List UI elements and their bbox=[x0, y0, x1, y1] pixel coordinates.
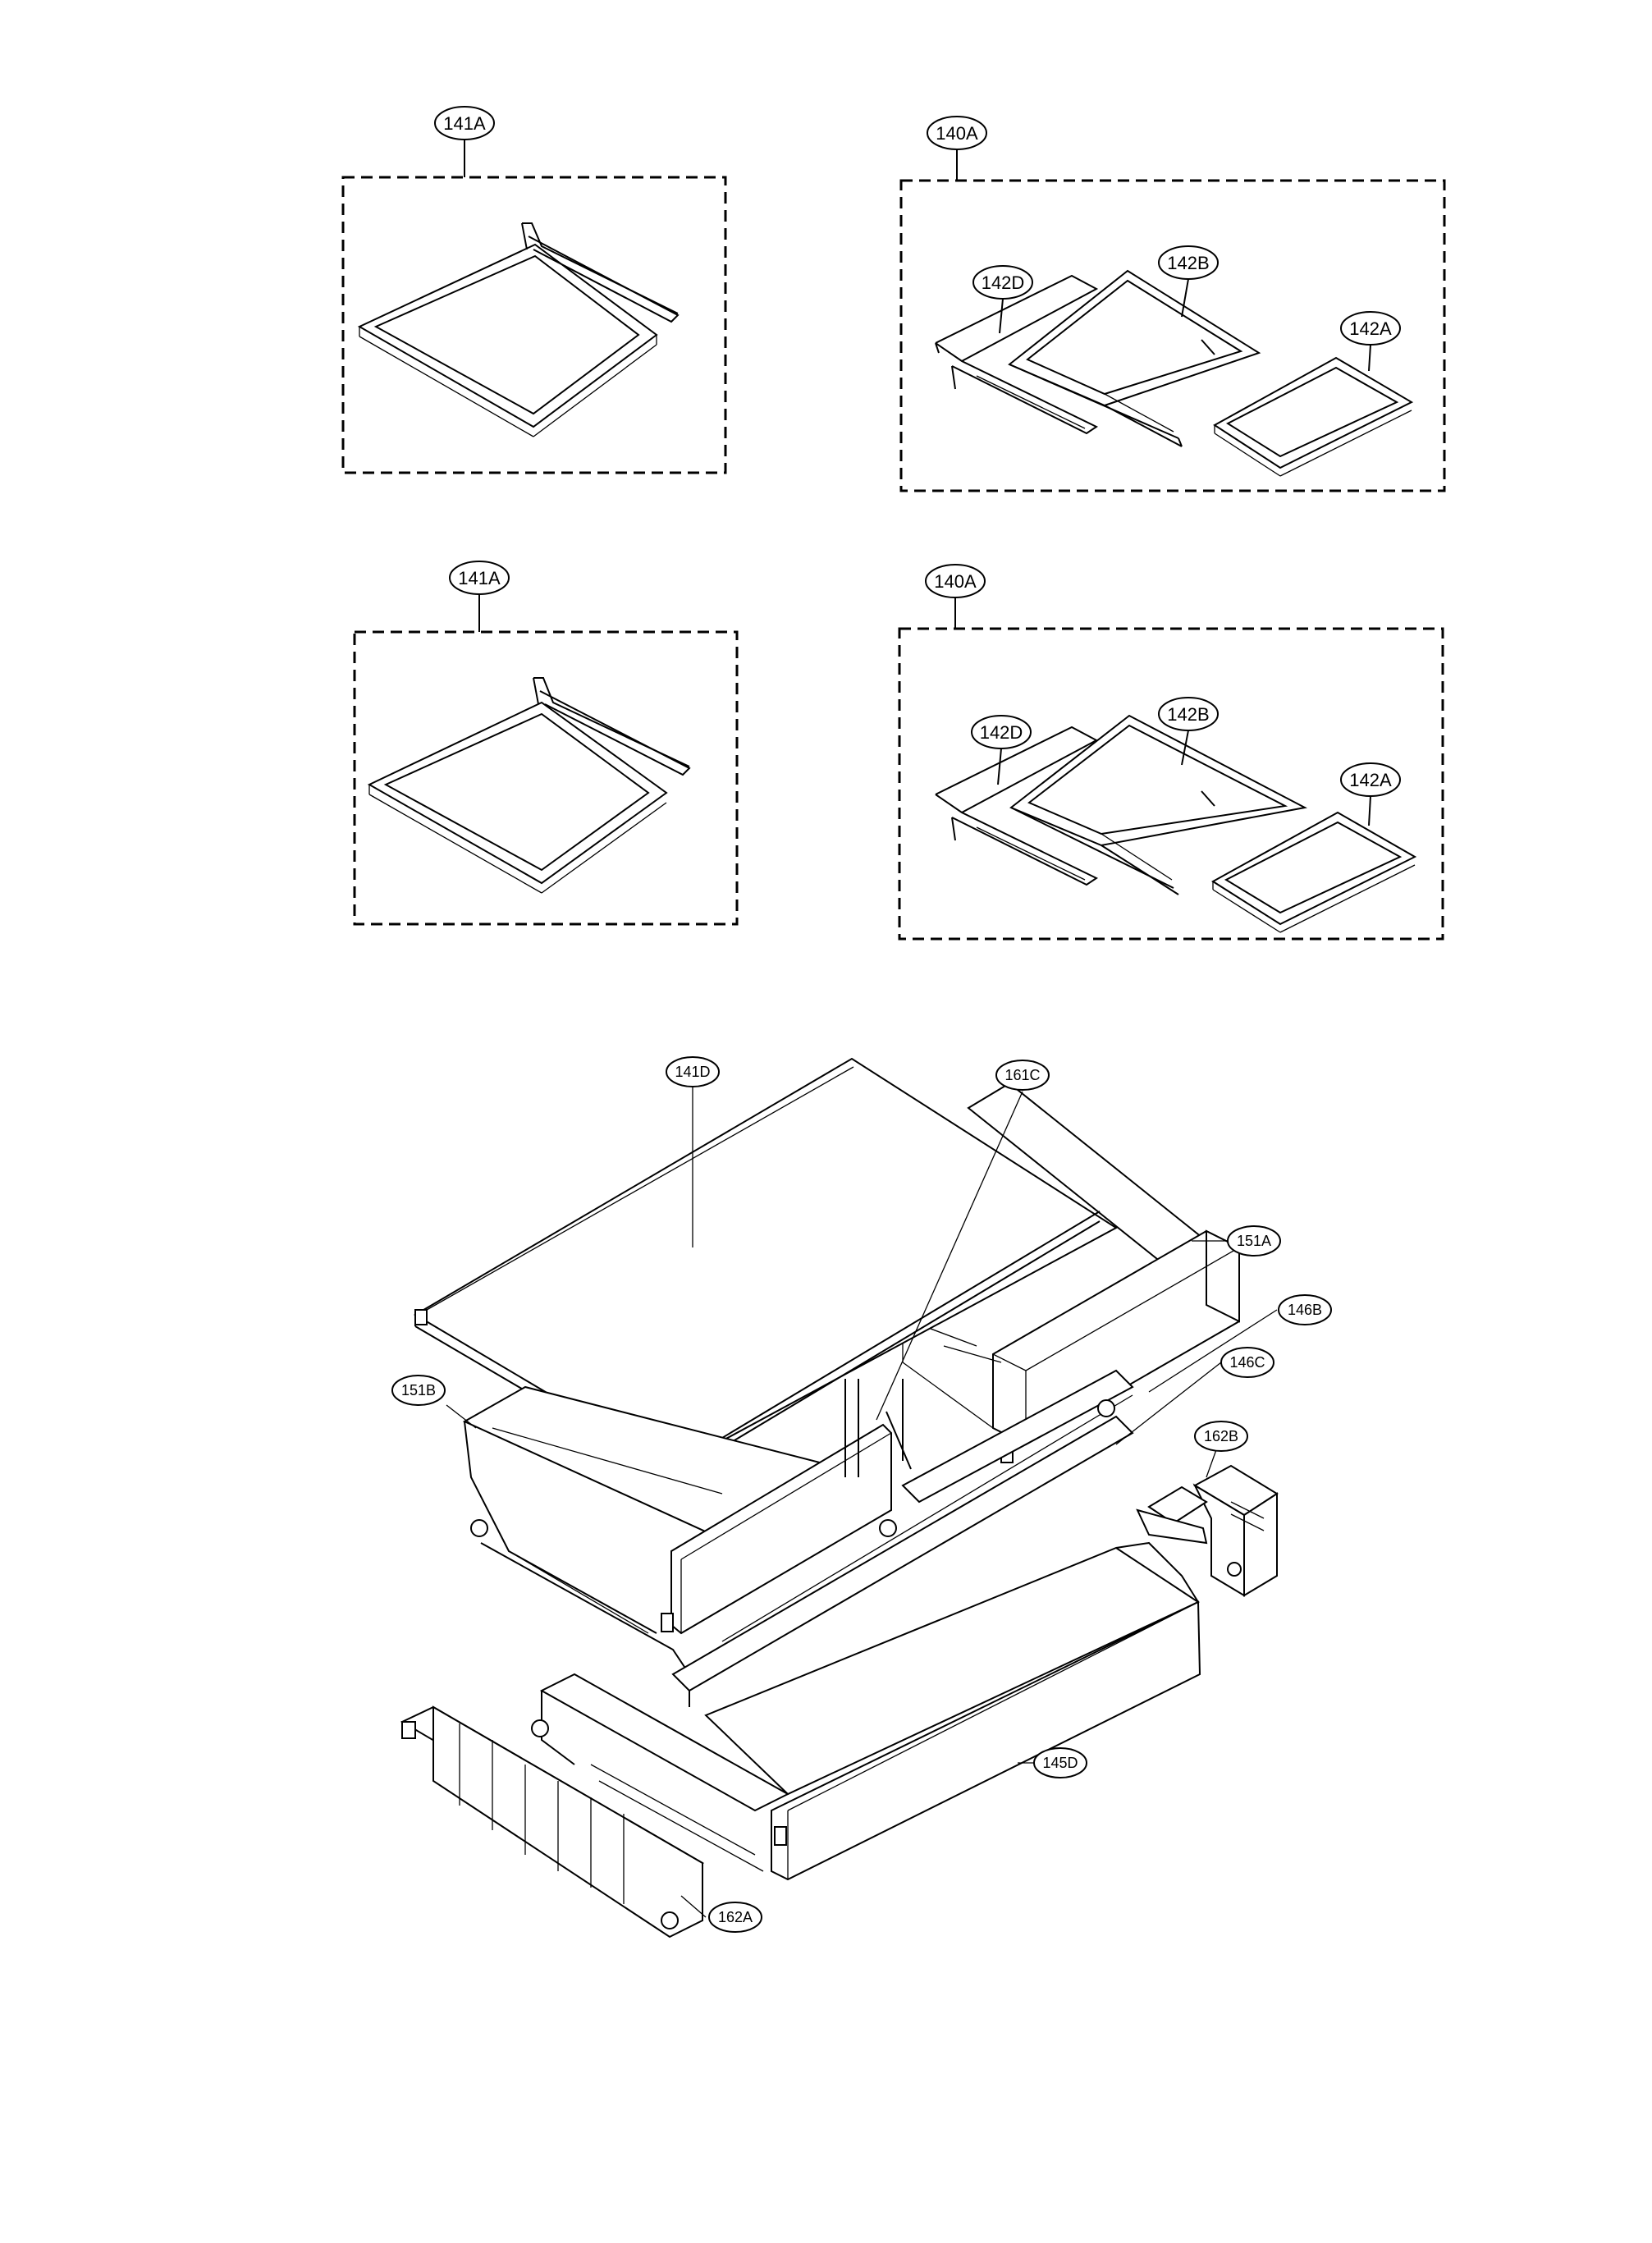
control-162b bbox=[1136, 1464, 1279, 1597]
callout-label: 142B bbox=[1167, 704, 1209, 725]
group-box-141a-middle: 141A bbox=[353, 561, 739, 926]
callout-label: 142D bbox=[980, 722, 1023, 743]
drawer-151b bbox=[462, 1385, 897, 1635]
shelf-frame-142b-middle bbox=[1009, 714, 1308, 895]
callout-151b: 151B bbox=[391, 1375, 446, 1406]
drawer-assembly: 141D 161C 151A 146B 146C 151B 162B 145D bbox=[391, 1056, 1332, 1939]
callout-162b: 162B bbox=[1194, 1421, 1248, 1452]
shelf-frame-142b-top bbox=[1008, 269, 1261, 447]
group-box-140a-top: 140A 142D 142B 142A bbox=[899, 116, 1446, 492]
callout-142d-middle: 142D bbox=[971, 715, 1032, 749]
callout-label: 146B bbox=[1288, 1302, 1322, 1318]
rail-frame-146c bbox=[480, 1369, 1134, 1707]
callout-label: 140A bbox=[936, 123, 978, 144]
callout-label: 162B bbox=[1204, 1428, 1238, 1444]
callout-141a-top: 141A bbox=[434, 106, 495, 140]
callout-142b-top: 142B bbox=[1158, 245, 1219, 280]
callout-140a-middle: 140A bbox=[925, 564, 986, 598]
divider-161c bbox=[844, 1379, 912, 1477]
shelf-bracket-141a-top bbox=[521, 222, 680, 323]
callout-140a-top: 140A bbox=[927, 116, 987, 150]
callout-146c: 146C bbox=[1220, 1347, 1274, 1378]
callout-141d: 141D bbox=[666, 1056, 720, 1087]
callout-142b-middle: 142B bbox=[1158, 697, 1219, 731]
group-box-140a-middle: 140A 142D 142B 142A bbox=[898, 564, 1444, 941]
callout-146b: 146B bbox=[1278, 1294, 1332, 1325]
callout-label: 141A bbox=[458, 568, 501, 588]
callout-161c: 161C bbox=[995, 1060, 1050, 1091]
shelf-rail-142d-middle bbox=[935, 726, 1099, 886]
shelf-glass-142a-top bbox=[1213, 356, 1414, 477]
callout-label: 162A bbox=[718, 1909, 753, 1925]
callout-162a: 162A bbox=[708, 1902, 762, 1933]
callout-label: 146C bbox=[1229, 1354, 1265, 1371]
shelf-rail-142d-top bbox=[935, 274, 1099, 435]
callout-145d: 145D bbox=[1033, 1747, 1087, 1778]
callout-151a: 151A bbox=[1227, 1225, 1281, 1257]
callout-label: 161C bbox=[1004, 1067, 1040, 1083]
callout-label: 151A bbox=[1237, 1233, 1271, 1249]
bottom-tray-145d bbox=[531, 1541, 1201, 1881]
shelf-bracket-141a-middle bbox=[533, 677, 691, 776]
callout-141a-middle: 141A bbox=[449, 561, 510, 595]
callout-142d-top: 142D bbox=[972, 265, 1033, 300]
callout-label: 142D bbox=[982, 272, 1025, 293]
callout-label: 141A bbox=[443, 113, 486, 134]
callout-142a-middle: 142A bbox=[1340, 762, 1401, 797]
callout-label: 142B bbox=[1167, 253, 1209, 273]
callout-label: 151B bbox=[401, 1382, 436, 1398]
callout-label: 142A bbox=[1349, 770, 1392, 790]
group-box-141a-top: 141A bbox=[341, 106, 727, 474]
callout-142a-top: 142A bbox=[1340, 311, 1401, 346]
callout-label: 140A bbox=[934, 571, 977, 592]
callout-label: 145D bbox=[1042, 1755, 1078, 1771]
callout-label: 142A bbox=[1349, 318, 1392, 339]
control-162a bbox=[400, 1705, 705, 1939]
callout-label: 141D bbox=[675, 1064, 710, 1080]
shelf-glass-141a-middle bbox=[367, 701, 668, 894]
shelf-glass-142a-middle bbox=[1211, 811, 1417, 933]
shelf-glass-141a-top bbox=[357, 243, 658, 437]
